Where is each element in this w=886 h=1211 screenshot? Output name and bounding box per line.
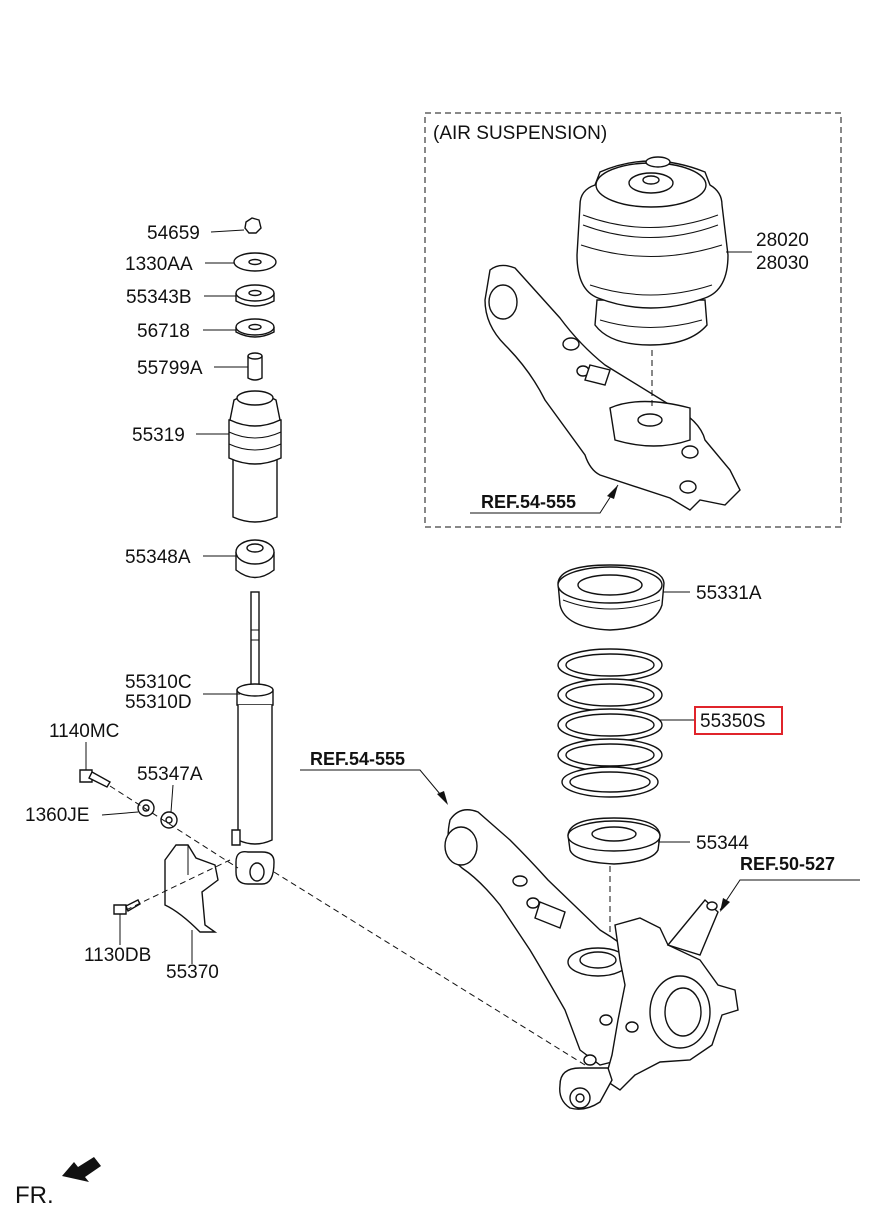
label-1130DB: 1130DB [84, 945, 151, 966]
air-spring [576, 156, 729, 346]
label-55344: 55344 [696, 833, 749, 854]
ref-air-arm: REF.54-555 [481, 492, 576, 512]
label-1360JE: 1360JE [25, 805, 89, 826]
label-55310C: 55310C [125, 672, 192, 693]
label-55799A: 55799A [137, 358, 203, 379]
strut-stack: 54659 1330AA 55343B 56718 55799A [25, 217, 282, 983]
label-55331A: 55331A [696, 583, 762, 604]
air-suspension-title: (AIR SUSPENSION) [433, 123, 607, 144]
lower-arm-knuckle [444, 809, 739, 1110]
label-55343B: 55343B [126, 287, 192, 308]
label-28020: 28020 [756, 230, 809, 251]
shock-absorber [231, 591, 275, 885]
front-direction-indicator: FR. [15, 1157, 101, 1209]
ref-lower-arm: REF.54-555 [310, 749, 405, 769]
air-suspension-group: (AIR SUSPENSION) [424, 112, 842, 528]
label-1330AA: 1330AA [125, 254, 193, 275]
label-28030: 28030 [756, 253, 809, 274]
ref-knuckle: REF.50-527 [740, 854, 835, 874]
label-55350S: 55350S [700, 711, 766, 732]
nut-54659 [244, 217, 262, 234]
label-55347A: 55347A [137, 764, 203, 785]
front-label: FR. [15, 1182, 54, 1209]
coil-spring [557, 648, 663, 798]
bracket-55370 [164, 844, 219, 933]
highlight-box-55350S [694, 706, 783, 735]
dust-boot [228, 390, 282, 523]
label-55319: 55319 [132, 425, 185, 446]
spring-stack: 55331A 55350S 55344 [557, 564, 783, 950]
air-group-lower-arm [484, 264, 741, 511]
air-suspension-frame [424, 112, 842, 528]
label-56718: 56718 [137, 321, 190, 342]
label-55310D: 55310D [125, 692, 192, 713]
lower-spring-pad [567, 817, 661, 865]
label-54659: 54659 [147, 223, 200, 244]
label-1140MC: 1140MC [49, 721, 119, 742]
label-55348A: 55348A [125, 547, 191, 568]
upper-spring-pad [557, 564, 665, 631]
screw-1130db [113, 899, 141, 915]
front-arrow-icon [62, 1157, 101, 1182]
bolt-1140mc [79, 769, 111, 788]
label-55370: 55370 [166, 962, 219, 983]
